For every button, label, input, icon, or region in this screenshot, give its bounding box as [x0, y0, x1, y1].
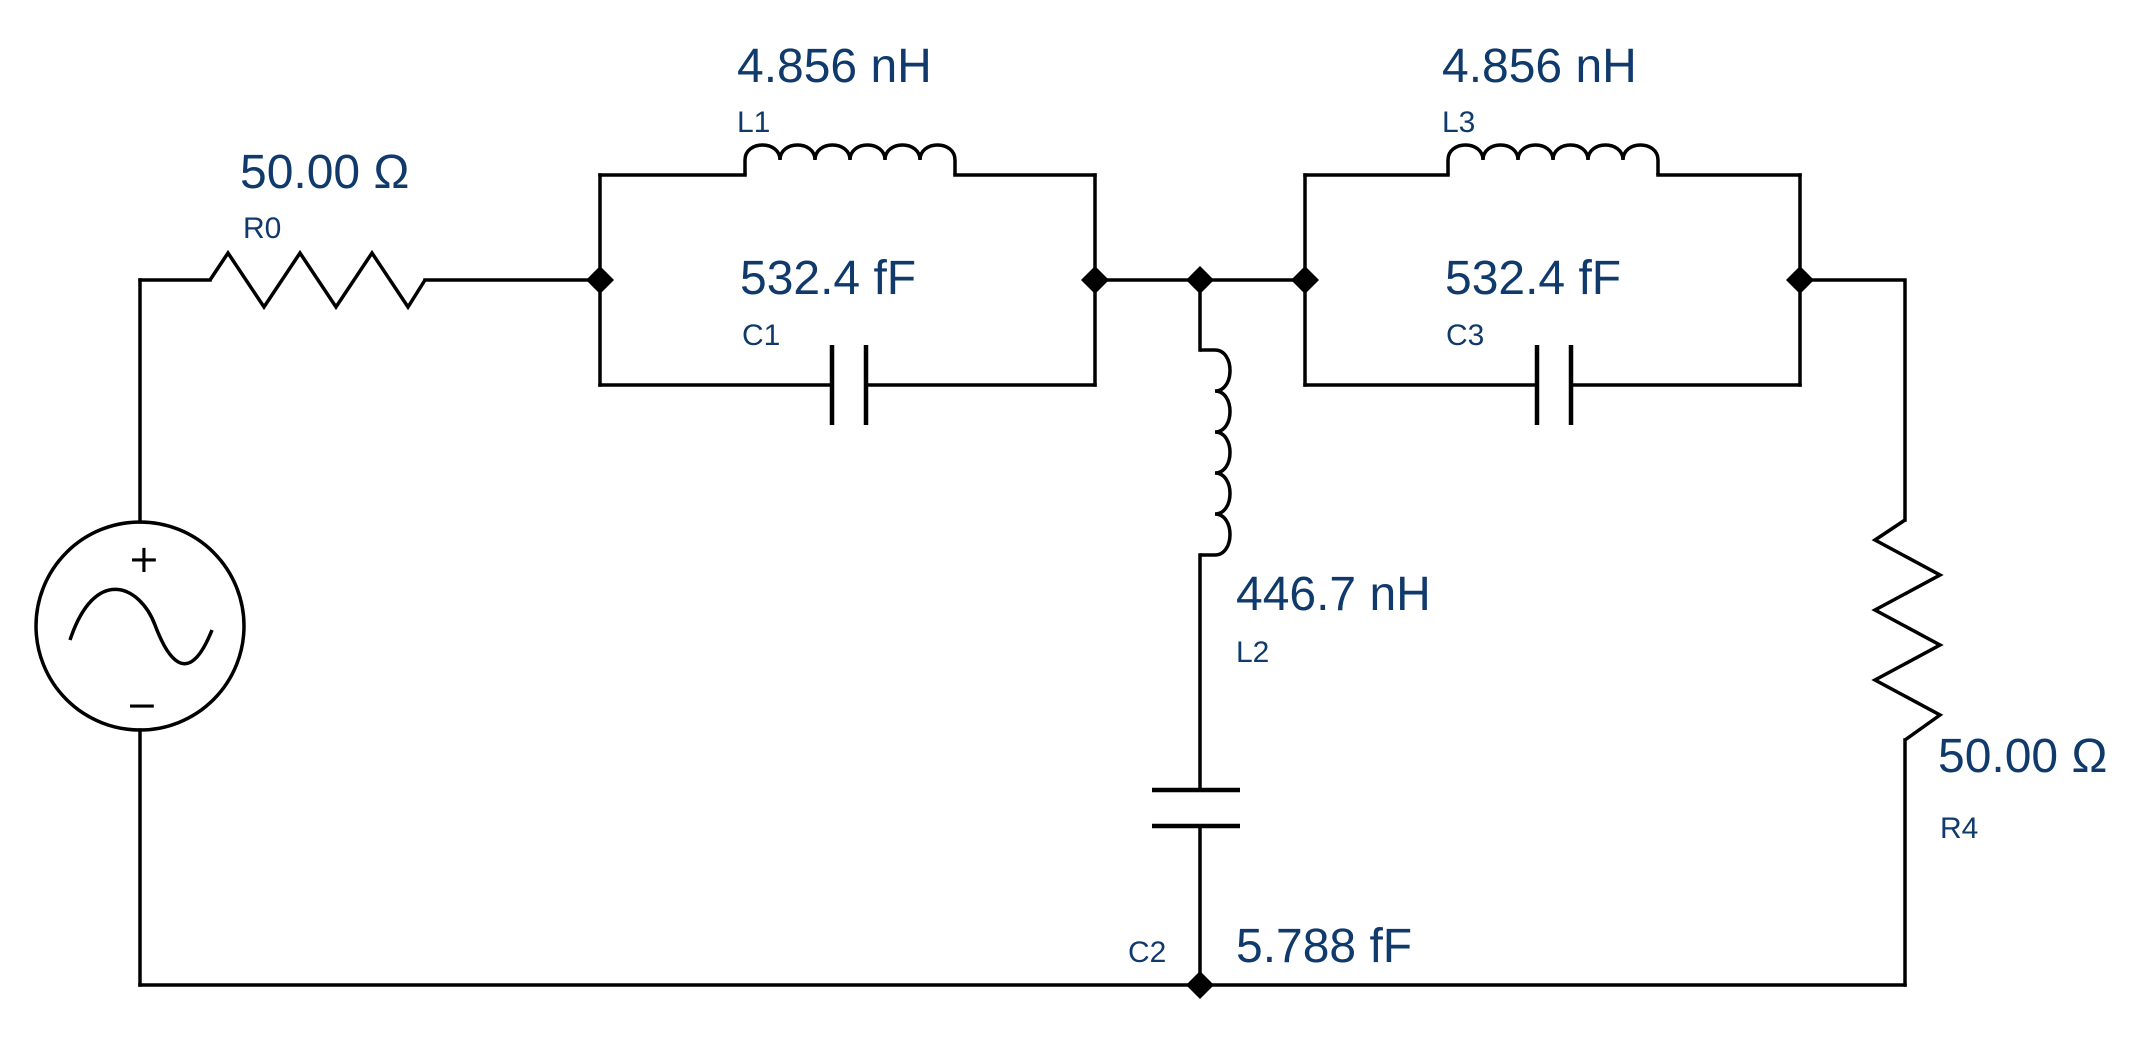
junction-node — [586, 266, 614, 294]
c1-value: 532.4 fF — [740, 252, 916, 305]
inductor-l1-coil — [743, 143, 957, 175]
junction-node — [1786, 266, 1814, 294]
l1-ref: L1 — [737, 106, 770, 139]
source-minus-sign: − — [126, 683, 158, 727]
resistor-r4-zigzag — [1871, 518, 1944, 742]
c2-ref: C2 — [1128, 936, 1166, 969]
r0-value: 50.00 Ω — [240, 146, 409, 199]
c2-value: 5.788 fF — [1236, 920, 1412, 973]
sine-wave-icon — [68, 587, 214, 666]
c3-value: 532.4 fF — [1445, 252, 1621, 305]
wire-to-r4 — [1798, 278, 1907, 522]
l3-value: 4.856 nH — [1442, 40, 1637, 93]
capacitor-c1: 532.4 fF C1 — [740, 252, 916, 425]
r4-value: 50.00 Ω — [1938, 730, 2107, 783]
capacitor-c2: C2 5.788 fF — [1128, 787, 1412, 973]
junction-node — [1186, 266, 1214, 294]
inductor-l3: 4.856 nH L3 — [1442, 40, 1660, 175]
c3-ref: C3 — [1446, 319, 1484, 352]
l2-value: 446.7 nH — [1236, 568, 1431, 621]
l2-ref: L2 — [1236, 636, 1269, 669]
resistor-r0-zigzag — [208, 249, 427, 311]
l1-value: 4.856 nH — [737, 40, 932, 93]
wires — [138, 173, 1907, 987]
capacitor-c3: 532.4 fF C3 — [1445, 252, 1621, 425]
junction-node — [1081, 266, 1109, 294]
l3-ref: L3 — [1442, 106, 1475, 139]
ac-voltage-source: + − — [34, 520, 246, 732]
inductor-l2: 446.7 nH L2 — [1200, 348, 1431, 669]
inductor-l2-coil — [1200, 348, 1232, 557]
c1-ref: C1 — [742, 319, 780, 352]
junction-node — [1186, 971, 1214, 999]
inductor-l3-coil — [1446, 143, 1660, 175]
junction-node — [1291, 266, 1319, 294]
resistor-r4: 50.00 Ω R4 — [1871, 518, 2107, 845]
source-circle — [34, 520, 246, 732]
source-plus-sign: + — [128, 537, 160, 581]
r4-ref: R4 — [1940, 812, 1978, 845]
r0-ref: R0 — [243, 212, 281, 245]
resistor-r0: 50.00 Ω R0 — [208, 146, 427, 311]
junctions — [586, 266, 1814, 999]
inductor-l1: 4.856 nH L1 — [737, 40, 957, 175]
